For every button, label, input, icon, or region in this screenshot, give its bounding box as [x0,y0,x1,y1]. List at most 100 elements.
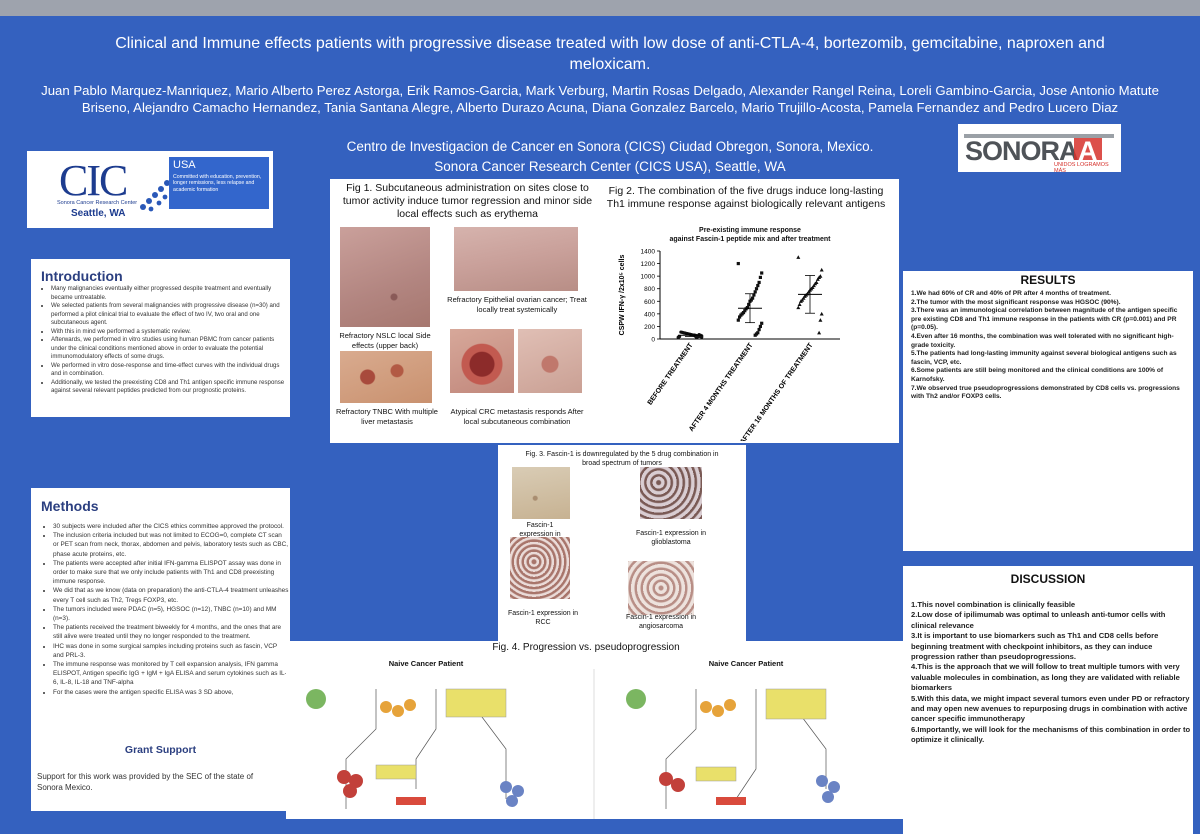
data-point [738,315,742,319]
list-item: The tumors included were PDAC (n=5), HGS… [53,605,289,623]
data-point [753,290,757,294]
photo-nslc-back [340,227,430,327]
fig4-caption: Fig. 4. Progression vs. pseudoprogressio… [492,642,680,653]
data-point [760,271,764,275]
introduction-section: Introduction Many malignancies eventuall… [31,259,290,417]
results-list: 1.We had 60% of CR and 40% of PR after 4… [911,290,1189,402]
fig4-right-title: Naive Cancer Patient [708,659,784,668]
data-point [736,261,740,266]
ihc-image-3 [510,537,570,599]
discussion-heading: DISCUSSION [1010,572,1086,586]
list-item: Additionally, we tested the preexisting … [51,379,289,396]
list-item: We did that as we know (data on preparat… [53,586,289,604]
data-point [676,335,680,339]
y-tick-label: 600 [644,299,655,306]
sonora-tagline: UNIDOS LOGRAMOS MÁS [1054,162,1109,174]
list-item: 4.Even after 16 months, the combination … [911,332,1174,349]
data-point [758,275,762,279]
list-item: 3.It is important to use biomarkers such… [911,631,1159,662]
poster-title: Clinical and Immune effects patients wit… [115,35,1105,73]
top-bar [0,0,1200,16]
fig2-caption: Fig 2. The combination of the five drugs… [606,185,886,210]
list-item: 3.There was an immunological correlation… [911,307,1178,332]
svg-text:SONORA: SONORA [965,136,1078,166]
fig4-left-title: Naive Cancer Patient [388,659,464,668]
list-item: 2.The tumor with the most significant re… [911,298,1121,306]
fig1-caption: Fig 1. Subcutaneous administration on si… [342,182,593,220]
list-item: For the cases were the antigen specific … [53,688,289,697]
data-point [757,280,761,285]
y-tick-label: 800 [644,286,655,293]
data-point [815,277,820,281]
y-tick-label: 200 [644,324,655,331]
data-point [796,255,801,259]
data-point [743,309,747,313]
fig3-label-3: Fascin-1 expression in RCC [507,610,579,626]
cic-usa-badge: USA Committed with education, prevention… [169,157,269,209]
data-point [754,287,759,291]
data-point [818,318,823,322]
list-item: 5.With this data, we might impact severa… [911,693,1190,724]
y-tick-label: 1000 [641,274,656,281]
figure-4-panel: Fig. 4. Progression vs. pseudoprogressio… [286,641,903,819]
list-item: Many malignancies eventually either prog… [51,285,289,302]
discussion-section: DISCUSSION 1.This novel combination is c… [903,566,1193,834]
list-item: 1.This novel combination is clinically f… [911,600,1076,609]
chart-title-line-2: against Fascin-1 peptide mix and after t… [669,236,831,243]
list-item: 1.We had 60% of CR and 40% of PR after 4… [911,290,1111,297]
data-point [796,305,801,310]
fig3-caption: Fig. 3. Fascin-1 is downregulated by the… [525,451,719,467]
photo-nslc-caption: Refractory NSLC local Side effects (uppe… [339,331,431,350]
list-item: The immune response was monitored by T c… [53,660,289,688]
data-point [751,296,755,300]
list-item: 7.We observed true pseudoprogressions de… [911,384,1180,401]
list-item: Afterwards, we performed in vitro studie… [51,336,289,362]
y-axis-label: CSPW IFN-γ /2x10⁵ cells [619,255,626,336]
list-item: We selected patients from several malign… [51,302,289,328]
list-item: The patients received the treatment biwe… [53,623,289,641]
fig4-pathway-diagram [306,669,840,819]
cic-city: Seattle, WA [71,208,126,219]
photo-tnbc [340,351,432,403]
data-point [736,318,740,322]
x-tick-label: AFTER 4 MONTHS TREATMENT [688,342,755,433]
data-point [819,311,824,316]
data-point [760,321,764,325]
list-item: 2.Low dose of ipilimumab was optimal to … [911,610,1166,630]
data-point [744,307,748,311]
grant-support-heading: Grant Support [124,744,197,756]
list-item: 4.This is the approach that we will foll… [911,662,1180,693]
data-point [757,327,761,332]
cic-logo: CIC USA Committed with education, preven… [27,151,273,228]
results-heading: RESULTS [1020,273,1076,287]
data-point [756,283,760,288]
y-tick-label: 1400 [641,249,656,256]
photo-ovarian-caption: Refractory Epithelial ovarian cancer; Tr… [447,295,587,314]
ihc-image-1 [512,467,570,519]
data-point [797,302,802,307]
photo-crc-before [450,329,514,393]
svg-text:A: A [1078,136,1098,166]
photo-tnbc-caption: Refractory TNBC With multiple liver meta… [336,407,438,426]
photo-crc-after [518,329,582,393]
list-item: 6.Some patients are still being monitore… [911,367,1164,383]
cic-letters: CIC [59,156,128,205]
y-tick-label: 0 [651,337,655,344]
chart-title-line-1: Pre-existing immune response [699,227,801,234]
list-item: 5.The patients had long-lasting immunity… [911,350,1177,366]
methods-list: 30 subjects were included after the CICS… [43,522,289,697]
grant-support-text: Support for this work was provided by th… [37,772,254,792]
data-point [798,299,803,303]
ihc-image-4 [628,561,694,615]
list-item: 30 subjects were included after the CICS… [53,522,289,531]
affiliation-2: Sonora Cancer Research Center (CICS USA)… [434,159,786,174]
data-point [819,267,824,272]
list-item: IHC was done in some surgical samples in… [53,642,289,660]
fig3-label-4: Fascin-1 expression in angiosarcoma [625,614,697,630]
list-item: The patients were accepted after initial… [53,559,289,587]
data-point [679,330,683,334]
figure-3-panel: Fig. 3. Fascin-1 is downregulated by the… [498,445,746,641]
results-section: RESULTS 1.We had 60% of CR and 40% of PR… [903,271,1193,551]
